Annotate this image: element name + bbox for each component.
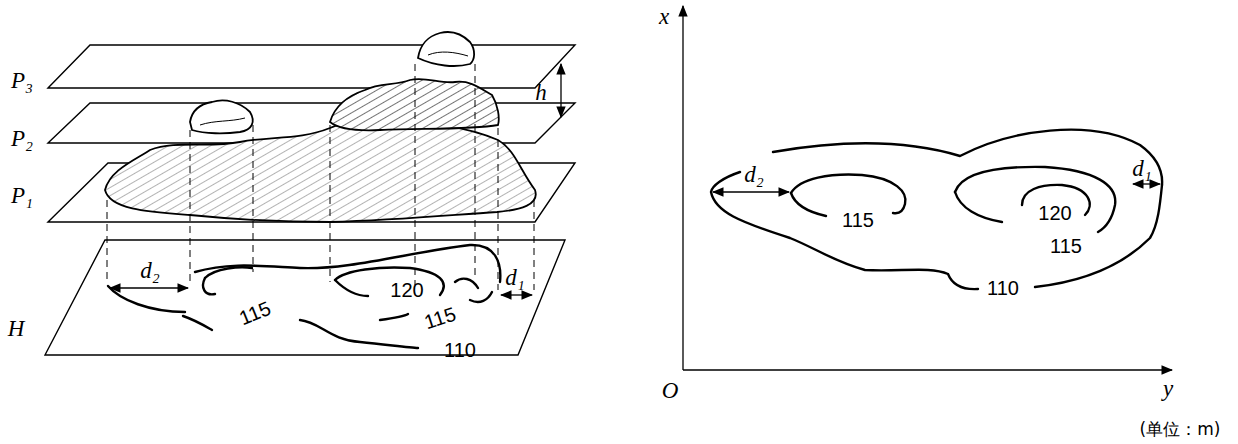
dimension-arrow [560, 64, 561, 117]
contour-line [773, 130, 1162, 185]
contour-line [455, 279, 478, 288]
plane-name: P₂ [11, 127, 33, 150]
contour-line [183, 316, 212, 330]
projection-line [330, 125, 331, 282]
contour-line [108, 286, 185, 312]
projection-line [534, 200, 535, 290]
terrain-body [105, 32, 536, 222]
dimension-arrow [713, 191, 789, 192]
terrain-body [330, 79, 499, 130]
dimension-label: h [535, 81, 547, 104]
dimension-label: d₂ [744, 163, 764, 186]
dimension-arrow [713, 184, 1160, 192]
terrain-body [418, 32, 474, 66]
terrain-body [330, 79, 499, 130]
axis-label: x [659, 5, 669, 28]
elevation-label: 115 [1050, 236, 1082, 256]
contour-line [711, 130, 1162, 289]
projection-line [107, 200, 108, 284]
contour-line [205, 267, 252, 278]
terrain-body [200, 52, 468, 125]
contour-line [195, 245, 500, 282]
terrain-body [105, 123, 536, 222]
contour-line [791, 193, 826, 216]
contour-line [711, 172, 978, 289]
contour-line [380, 314, 408, 320]
contour-line [335, 268, 444, 296]
origin-label: O [662, 379, 679, 402]
coordinate-axis [683, 369, 1172, 370]
elevation-label: 110 [444, 340, 476, 360]
contour-line [335, 280, 368, 296]
dimension-label: d₁ [1132, 157, 1152, 180]
contour-line [955, 192, 1002, 222]
projection-line [253, 125, 254, 272]
plane-name: P₃ [11, 69, 33, 92]
elevation-label: 120 [390, 280, 423, 300]
dimension-arrow [110, 64, 561, 295]
elevation-label: 110 [987, 278, 1019, 298]
contour-line [203, 278, 215, 294]
elevation-label: 115 [842, 210, 874, 230]
projection-line [107, 64, 534, 290]
contour-line [1035, 185, 1162, 287]
axis-label: y [1163, 377, 1173, 400]
coordinate-axis [682, 6, 683, 370]
plane-name: H [8, 317, 25, 340]
cutting-plane [48, 45, 575, 88]
dimension-label: d₂ [140, 259, 160, 282]
plane-name: P₁ [11, 184, 33, 207]
projection-line [190, 130, 191, 284]
elevation-label: 115 [422, 304, 459, 333]
cutting-plane [45, 45, 575, 355]
dimension-arrow [501, 294, 532, 295]
projection-line [415, 64, 416, 285]
contour-line [955, 167, 1115, 232]
coordinate-axis [683, 6, 1172, 370]
projection-line [475, 64, 476, 280]
contour-line [791, 175, 905, 214]
contour-line [470, 292, 492, 302]
unit-note: (单位：m) [1140, 421, 1221, 438]
elevation-label: 115 [236, 298, 273, 328]
contour-line [300, 320, 418, 348]
dimension-label: d₁ [505, 266, 525, 289]
terrain-body [190, 100, 253, 133]
dimension-arrow [1133, 183, 1160, 184]
dimension-arrow [110, 287, 188, 288]
elevation-label: 120 [1038, 203, 1071, 223]
cutting-plane [45, 240, 565, 355]
contour-line [108, 245, 500, 348]
terrain-body [105, 123, 536, 222]
